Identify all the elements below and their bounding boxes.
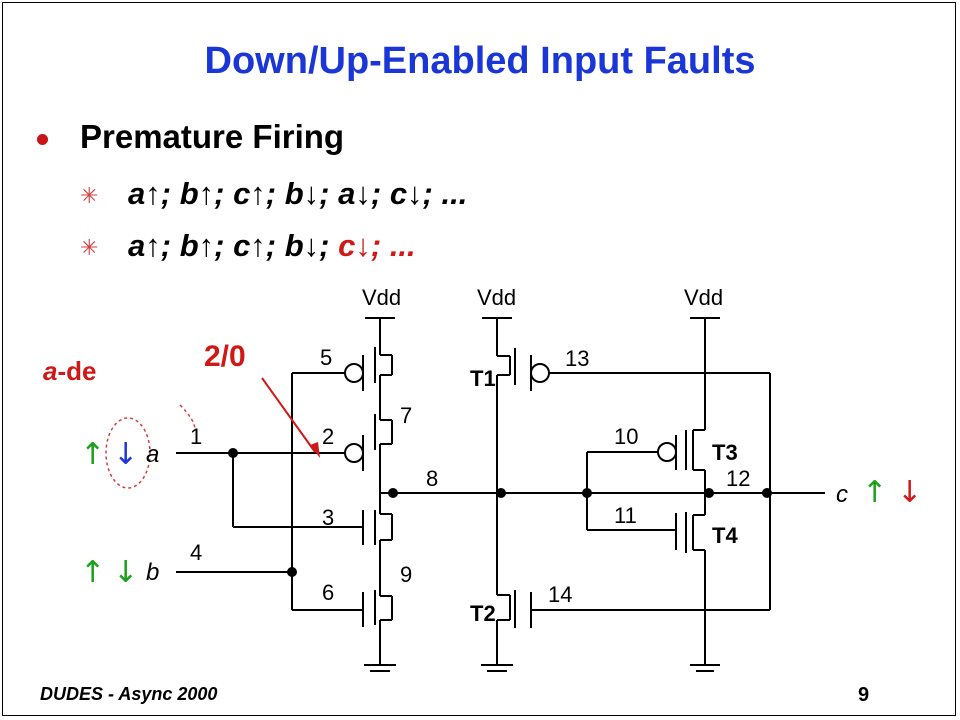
node-label-9: 9 <box>400 562 412 587</box>
sequence-event: c↓; <box>389 176 442 211</box>
sequence-ellipsis: ... <box>441 176 468 211</box>
node-label-8: 8 <box>426 466 438 491</box>
a-down-arrow-icon: ↓ <box>113 437 138 472</box>
transistor-label-t1: T1 <box>470 366 496 391</box>
annotation-suffix: -de <box>57 356 96 386</box>
fault-label: 2/0 <box>204 340 246 373</box>
sequence-event: b↓; <box>284 176 339 211</box>
node-label-10: 10 <box>614 424 638 449</box>
node-label-13: 13 <box>565 346 589 371</box>
sequence-event: c↓; <box>338 228 390 263</box>
footer-left: DUDES - Async 2000 <box>40 684 218 704</box>
sequence-event: a↑; <box>128 228 180 263</box>
b-up-arrow-icon: ↑ <box>80 555 105 590</box>
node-label-1: 1 <box>190 424 202 449</box>
node-label-6: 6 <box>322 580 334 605</box>
slide-title: Down/Up-Enabled Input Faults <box>204 40 756 82</box>
node-label-4: 4 <box>190 540 202 565</box>
bullet-icon <box>37 134 48 145</box>
node-label-5: 5 <box>320 345 332 370</box>
annotation-label: a-de <box>43 356 96 386</box>
annotation-prefix: a <box>43 356 57 386</box>
c-up-arrow-icon: ↑ <box>862 475 887 510</box>
node-label-2: 2 <box>322 424 334 449</box>
b-down-arrow-icon: ↓ <box>113 555 138 590</box>
transistor-label-t4: T4 <box>712 523 738 548</box>
input-a-label: a <box>146 441 159 468</box>
sequence-line-1: ✳ a↑; b↑; c↑; b↓; a↓; c↓; ... <box>80 176 467 212</box>
node-label-14: 14 <box>548 582 572 607</box>
c-down-arrow-icon: ↓ <box>897 475 922 510</box>
sequence-event: b↑; <box>179 176 234 211</box>
page-number: 9 <box>858 684 870 706</box>
vdd-label-3: Vdd <box>684 285 723 310</box>
a-up-arrow-icon: ↑ <box>80 437 105 472</box>
output-c-label: c <box>836 481 848 508</box>
sequence-event: a↓; <box>338 176 390 211</box>
sequence-line-2: ✳ a↑; b↑; c↑; b↓; c↓; ... <box>80 228 416 264</box>
input-b-label: b <box>146 559 159 586</box>
sequence-ellipsis: ... <box>389 228 416 263</box>
sequence-event: c↑; <box>233 176 285 211</box>
sequence-event: a↑; <box>128 176 180 211</box>
vdd-label-1: Vdd <box>362 285 401 310</box>
vdd-label-2: Vdd <box>477 285 516 310</box>
sequence-event: c↑; <box>233 228 285 263</box>
node-label-3: 3 <box>322 505 334 530</box>
node-label-7: 7 <box>400 403 412 428</box>
node-label-12: 12 <box>726 466 750 491</box>
sequence-star-icon: ✳ <box>80 182 99 208</box>
sequence-star-icon: ✳ <box>80 234 99 260</box>
sequence-event: b↓; <box>284 228 339 263</box>
node-label-11: 11 <box>614 503 637 528</box>
sequence-event: b↑; <box>179 228 234 263</box>
transistor-label-t3: T3 <box>712 440 738 465</box>
bullet-heading: Premature Firing <box>80 118 345 155</box>
transistor-label-t2: T2 <box>470 601 496 626</box>
annotation-circle <box>105 417 151 489</box>
